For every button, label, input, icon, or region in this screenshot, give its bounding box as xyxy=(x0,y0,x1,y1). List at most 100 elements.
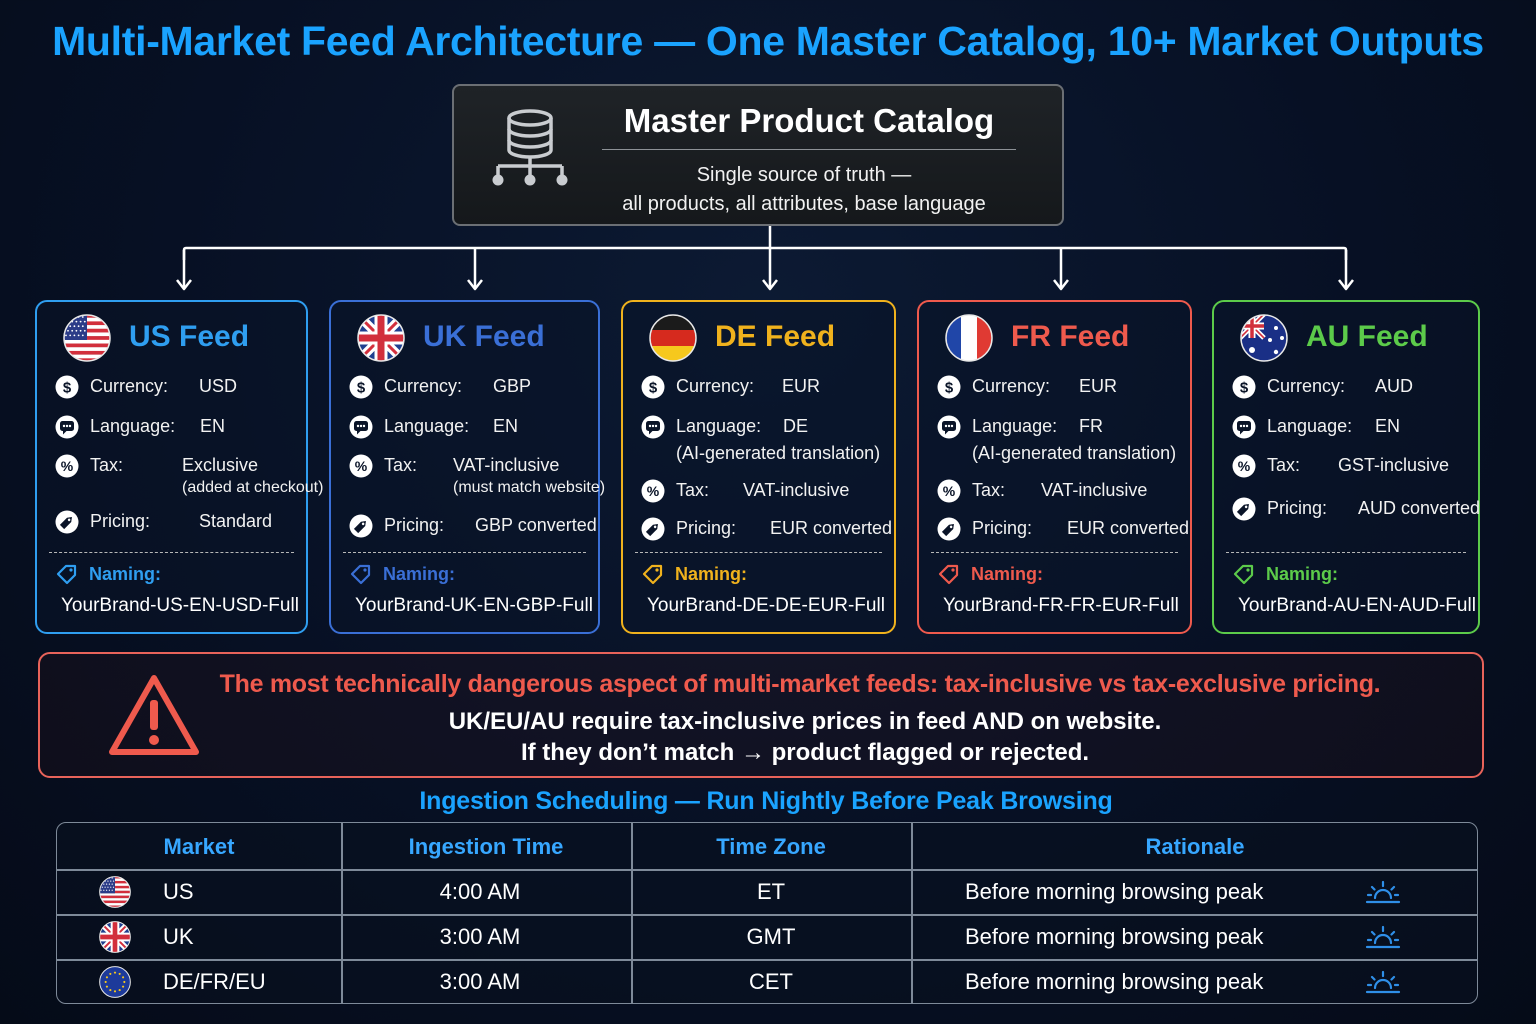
naming-value: YourBrand-DE-DE-EUR-Full xyxy=(647,595,885,616)
master-catalog-box: Master Product Catalog Single source of … xyxy=(452,84,1064,226)
cell-ingestion-time: 3:00 AM xyxy=(439,924,521,949)
tax-value: GST-inclusive xyxy=(1338,455,1450,475)
de-flag-icon xyxy=(649,314,697,362)
language-label: Language: xyxy=(676,416,762,436)
language-note: (AI-generated translation) xyxy=(972,443,1177,463)
header-time-zone: Time Zone xyxy=(716,834,826,859)
warning-line1: UK/EU/AU require tax-inclusive prices in… xyxy=(448,708,1162,735)
currency-label: Currency: xyxy=(972,376,1051,396)
currency-label: Currency: xyxy=(384,376,463,396)
cell-rationale: Before morning browsing peak xyxy=(965,969,1264,994)
language-note: (AI-generated translation) xyxy=(676,443,881,463)
cell-time-zone: ET xyxy=(756,879,786,904)
table-divider xyxy=(911,823,913,1003)
dollar-icon: $ xyxy=(937,375,961,399)
cell-time-zone: GMT xyxy=(746,924,796,949)
feed-title: UK Feed xyxy=(423,320,545,353)
cell-market: US xyxy=(163,879,194,904)
svg-text:%: % xyxy=(355,458,368,474)
tax-value: VAT-inclusive xyxy=(453,455,560,475)
svg-text:%: % xyxy=(61,458,74,474)
feed-card-us: US Feed $ Currency: USD Language: EN % T… xyxy=(35,300,323,634)
naming-tag-icon xyxy=(642,564,663,585)
tax-label: Tax: xyxy=(1267,455,1301,475)
price-tag-icon xyxy=(641,517,665,541)
tax-label: Tax: xyxy=(676,480,710,500)
sunrise-icon xyxy=(1365,970,1401,994)
tax-label: Tax: xyxy=(90,455,124,475)
naming-value: YourBrand-AU-EN-AUD-Full xyxy=(1238,595,1476,616)
row-flag xyxy=(99,876,131,908)
price-tag-icon xyxy=(1232,497,1256,521)
svg-text:%: % xyxy=(647,483,660,499)
pricing-label: Pricing: xyxy=(676,518,737,538)
svg-text:$: $ xyxy=(63,380,72,397)
pricing-value: GBP converted xyxy=(475,515,597,535)
naming-label-text: Naming: xyxy=(1266,564,1338,584)
tax-label: Tax: xyxy=(384,455,418,475)
language-value: DE xyxy=(783,416,809,436)
pricing-value: EUR converted xyxy=(1067,518,1190,538)
sunrise-icon xyxy=(1365,880,1401,904)
chat-icon xyxy=(937,415,961,439)
tax-label: Tax: xyxy=(972,480,1006,500)
header-ingestion-time: Ingestion Time xyxy=(408,834,564,859)
currency-value: USD xyxy=(199,376,238,396)
page-title: Multi-Market Feed Architecture — One Mas… xyxy=(52,18,1484,64)
feed-connectors xyxy=(176,226,1354,291)
feed-flag xyxy=(649,314,697,362)
feed-title: US Feed xyxy=(129,320,250,353)
naming-tag-icon xyxy=(56,564,77,585)
currency-label: Currency: xyxy=(1267,376,1346,396)
pricing-value: Standard xyxy=(199,511,273,531)
feed-flag xyxy=(63,314,111,362)
warning-heading: The most technically dangerous aspect of… xyxy=(219,670,1381,698)
tax-note: (must match website) xyxy=(453,479,606,496)
feed-card-de: DE Feed $ Currency: EUR Language: DE (AI… xyxy=(621,300,896,634)
language-label: Language: xyxy=(1267,416,1353,436)
master-divider xyxy=(602,149,1016,150)
dollar-icon: $ xyxy=(55,375,79,399)
table-divider xyxy=(631,823,633,1003)
feed-card-fr: FR Feed $ Currency: EUR Language: FR (AI… xyxy=(917,300,1192,634)
pricing-value: AUD converted xyxy=(1358,498,1481,518)
eu-flag-icon xyxy=(99,966,131,998)
language-value: EN xyxy=(1375,416,1401,436)
chat-icon xyxy=(1232,415,1256,439)
us-flag-icon xyxy=(63,314,111,362)
cell-time-zone: CET xyxy=(749,969,793,994)
currency-value: EUR xyxy=(1079,376,1118,396)
us-flag-icon xyxy=(99,876,131,908)
database-network-icon xyxy=(492,109,568,186)
naming-label-text: Naming: xyxy=(971,564,1043,584)
feed-divider xyxy=(1226,552,1466,553)
language-label: Language: xyxy=(90,416,176,436)
dollar-icon: $ xyxy=(1232,375,1256,399)
sunrise-icon xyxy=(1365,925,1401,949)
cell-market: UK xyxy=(163,924,194,949)
language-label: Language: xyxy=(972,416,1058,436)
svg-text:$: $ xyxy=(649,380,658,397)
pricing-label: Pricing: xyxy=(972,518,1033,538)
uk-flag-icon xyxy=(357,314,405,362)
percent-icon: % xyxy=(55,454,79,478)
schedule-title: Ingestion Scheduling — Run Nightly Befor… xyxy=(419,787,1113,815)
language-value: EN xyxy=(493,416,519,436)
pricing-label: Pricing: xyxy=(384,515,445,535)
price-tag-icon xyxy=(349,514,373,538)
naming-label-text: Naming: xyxy=(675,564,747,584)
currency-label: Currency: xyxy=(90,376,169,396)
feed-flag xyxy=(945,314,993,362)
percent-icon: % xyxy=(349,454,373,478)
currency-label: Currency: xyxy=(676,376,755,396)
feed-card-uk: UK Feed $ Currency: GBP Language: EN % T… xyxy=(329,300,605,634)
feed-title: DE Feed xyxy=(715,320,836,353)
percent-icon: % xyxy=(937,479,961,503)
chat-icon xyxy=(55,415,79,439)
svg-text:%: % xyxy=(1238,458,1251,474)
currency-value: AUD xyxy=(1375,376,1414,396)
chat-icon xyxy=(349,415,373,439)
master-subtitle-line2: all products, all attributes, base langu… xyxy=(622,193,986,215)
svg-text:%: % xyxy=(943,483,956,499)
cell-rationale: Before morning browsing peak xyxy=(965,879,1264,904)
